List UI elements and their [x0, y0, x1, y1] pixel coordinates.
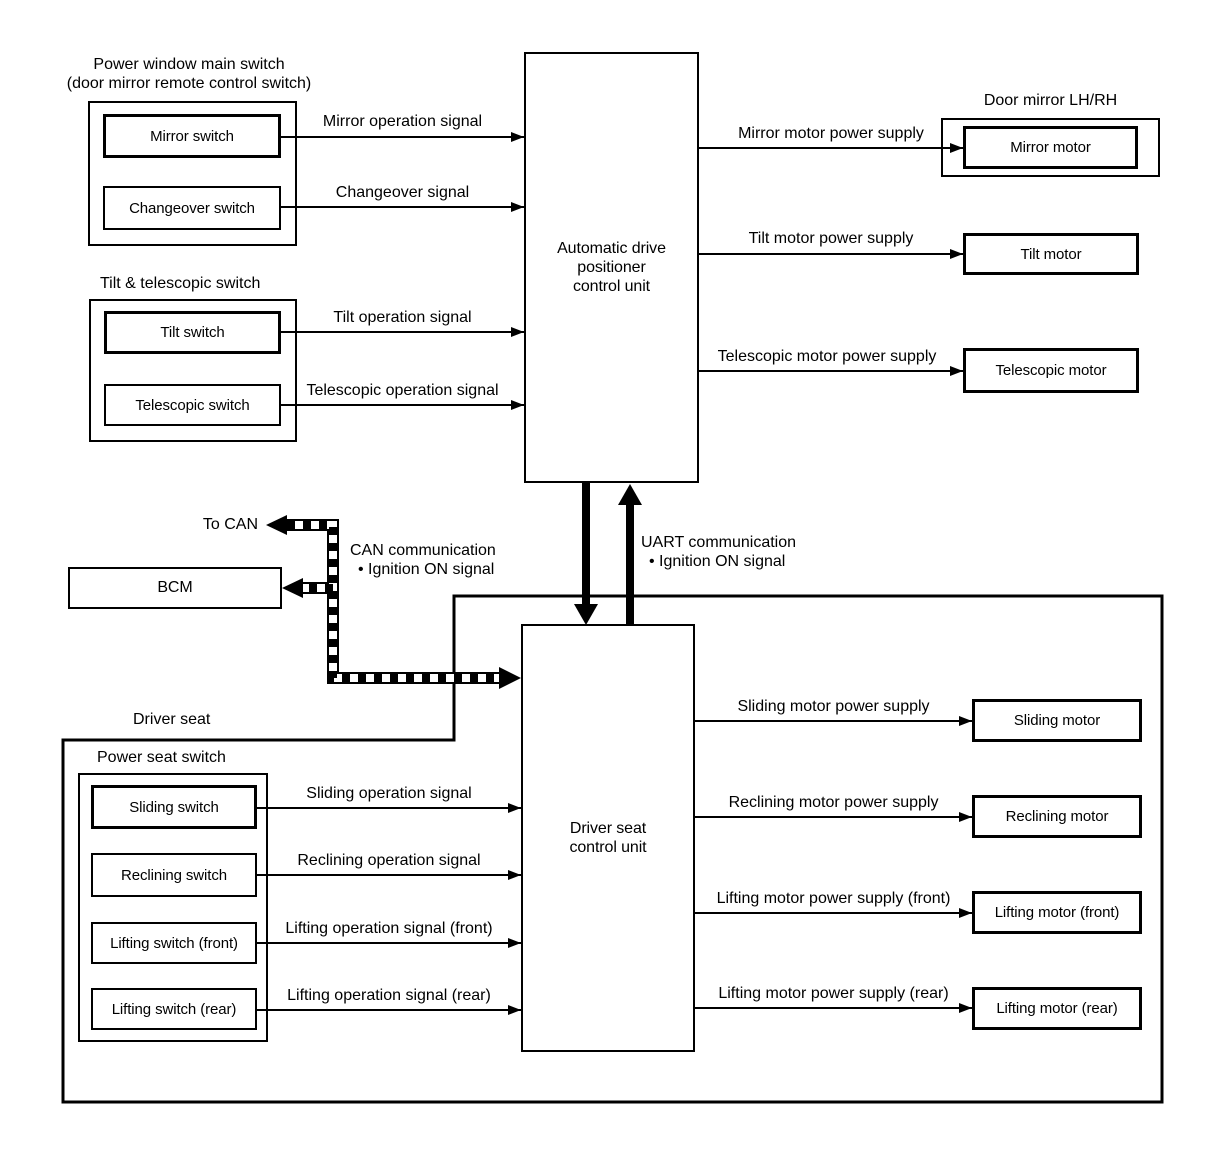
mirror-switch-box: Mirror switch	[103, 114, 281, 158]
sliding-switch-box: Sliding switch	[91, 785, 257, 829]
telescopic-motor-box: Telescopic motor	[963, 348, 1139, 393]
sliding-operation-label: Sliding operation signal	[306, 785, 472, 802]
mirror-motor-box: Mirror motor	[963, 126, 1138, 169]
door-mirror-group-box	[941, 118, 1160, 177]
lifting-motor-power-front-label: Lifting motor power supply (front)	[716, 890, 951, 907]
uart-down-arrowhead	[574, 604, 598, 625]
driver-seat-control-unit-box: Driver seat control unit	[521, 624, 695, 1052]
bcm-box: BCM	[68, 567, 282, 609]
lifting-switch-rear-box: Lifting switch (rear)	[91, 988, 257, 1030]
can-communication-note: CAN communication • Ignition ON signal	[350, 542, 496, 578]
uart-up-arrowhead	[618, 484, 642, 505]
mirror-operation-label: Mirror operation signal	[322, 113, 483, 130]
reclining-motor-power-label: Reclining motor power supply	[728, 794, 939, 811]
telescopic-operation-label: Telescopic operation signal	[306, 382, 499, 399]
mirror-motor-power-label: Mirror motor power supply	[738, 125, 924, 142]
lifting-motor-rear-box: Lifting motor (rear)	[972, 987, 1142, 1030]
lifting-switch-front-box: Lifting switch (front)	[91, 922, 257, 964]
reclining-operation-label: Reclining operation signal	[297, 852, 481, 869]
tilt-telescopic-group-title: Tilt & telescopic switch	[100, 275, 261, 292]
power-window-group-box	[88, 101, 297, 246]
sliding-motor-power-label: Sliding motor power supply	[737, 698, 930, 715]
uart-communication-note: UART communication • Ignition ON signal	[641, 534, 797, 570]
lifting-operation-front-label: Lifting operation signal (front)	[285, 920, 493, 937]
reclining-motor-box: Reclining motor	[972, 795, 1142, 838]
lifting-motor-front-box: Lifting motor (front)	[972, 891, 1142, 934]
tilt-operation-label: Tilt operation signal	[333, 309, 472, 326]
lifting-operation-rear-label: Lifting operation signal (rear)	[287, 987, 491, 1004]
power-seat-switch-group-box	[78, 773, 268, 1042]
can-to-seat-unit-arrowhead	[499, 667, 521, 689]
tilt-motor-power-label: Tilt motor power supply	[748, 230, 914, 247]
power-window-group-title: Power window main switch (door mirror re…	[66, 56, 312, 92]
can-line	[266, 515, 521, 689]
to-can-label: To CAN	[202, 516, 258, 533]
tilt-motor-box: Tilt motor	[963, 233, 1139, 275]
door-mirror-title: Door mirror LH/RH	[983, 92, 1118, 109]
driver-seat-boundary	[61, 594, 1164, 1104]
lifting-motor-power-rear-label: Lifting motor power supply (rear)	[718, 985, 949, 1002]
reclining-switch-box: Reclining switch	[91, 853, 257, 897]
telescopic-switch-box: Telescopic switch	[104, 384, 281, 426]
uart-arrows	[574, 483, 642, 625]
tilt-switch-box: Tilt switch	[104, 311, 281, 354]
changeover-label: Changeover signal	[335, 184, 470, 201]
sliding-motor-box: Sliding motor	[972, 699, 1142, 742]
bcm-arrowhead	[282, 578, 303, 598]
driver-seat-title: Driver seat	[133, 711, 211, 728]
changeover-switch-box: Changeover switch	[103, 186, 281, 230]
adp-control-unit-box: Automatic drive positioner control unit	[524, 52, 699, 483]
tilt-telescopic-group-box	[89, 299, 297, 442]
telescopic-motor-power-label: Telescopic motor power supply	[717, 348, 937, 365]
to-can-arrowhead	[266, 515, 287, 535]
power-seat-switch-title: Power seat switch	[97, 749, 226, 766]
